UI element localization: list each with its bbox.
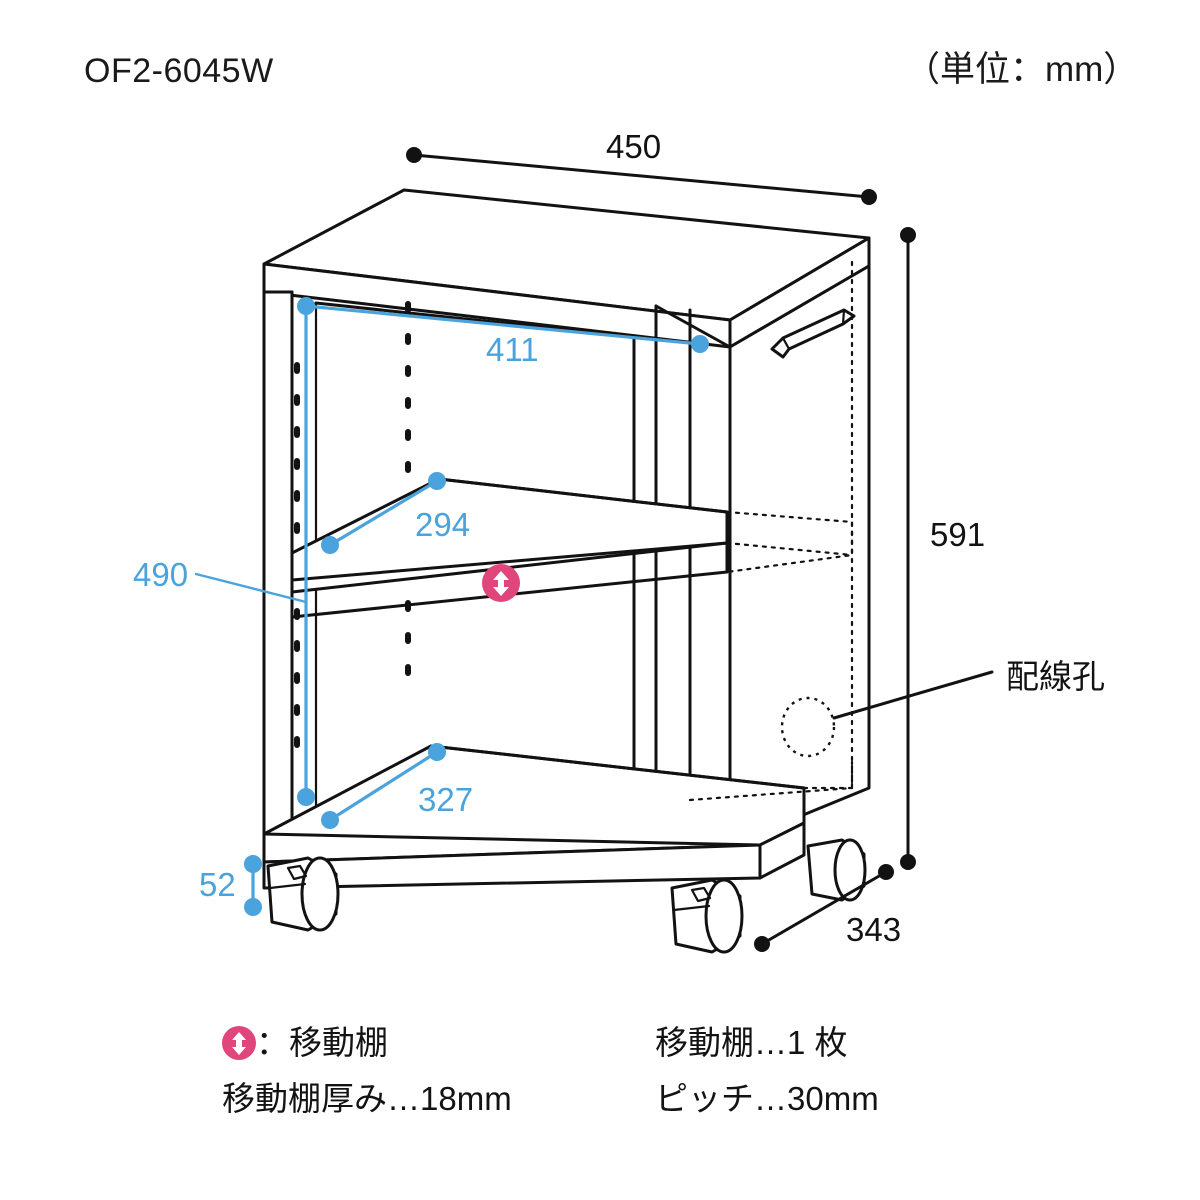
dimension-label-height: 591: [930, 516, 986, 553]
legend-shelf-thickness-label: 移動棚厚み…18mm: [222, 1080, 512, 1118]
legend-row-movable-shelf: ：移動棚: [222, 1015, 512, 1071]
dimension-label-inner-depth-lower: 327: [418, 781, 474, 818]
legend-shelf-count-label: 移動棚…1 枚: [655, 1024, 848, 1062]
callout-cable-hole: 配線孔: [1006, 658, 1105, 695]
caster-front-right: [670, 878, 744, 954]
dimension-lines-black: [406, 147, 994, 952]
legend-column-right: 移動棚…1 枚 ピッチ…30mm: [655, 1015, 879, 1127]
legend-pitch-label: ピッチ…30mm: [655, 1080, 879, 1118]
legend-row-pitch: ピッチ…30mm: [655, 1071, 879, 1127]
legend-movable-shelf-label: ：移動棚: [256, 1024, 388, 1062]
top-panel: [262, 188, 871, 349]
unit-note: （単位：mm）: [905, 50, 1139, 89]
legend-column-left: ：移動棚 移動棚厚み…18mm: [222, 1015, 512, 1127]
caster-rear-right: [806, 838, 867, 902]
dimension-label-inner-depth-upper: 294: [415, 506, 471, 543]
dimension-label-caster-height: 52: [199, 866, 236, 903]
dimension-lines-blue: [194, 297, 709, 916]
legend-pink-badge-spacer: [222, 1028, 252, 1058]
dimension-label-width: 450: [606, 128, 662, 165]
right-side-panel: [728, 264, 871, 847]
dimension-label-inner-height: 490: [133, 556, 189, 593]
door-handle: [770, 308, 856, 359]
dimension-label-inner-width: 411: [486, 331, 539, 368]
caster-front-left: [266, 856, 340, 932]
cable-hole: [780, 696, 836, 758]
cabinet-body: [262, 188, 871, 954]
page-title: OF2-6045W: [84, 52, 274, 90]
left-side-panel: [262, 290, 294, 836]
legend-row-shelf-thickness: 移動棚厚み…18mm: [222, 1071, 512, 1127]
movable-shelf: [290, 477, 854, 619]
shelf-pin-holes: [294, 301, 411, 748]
legend-row-shelf-count: 移動棚…1 枚: [655, 1015, 879, 1071]
dimension-label-depth: 343: [846, 911, 902, 948]
legend-movable-shelf-icon: [222, 1026, 256, 1060]
movable-shelf-marker-icon: [482, 564, 520, 602]
legend: ：移動棚 移動棚厚み…18mm 移動棚…1 枚 ピッチ…30mm: [0, 1015, 1200, 1145]
